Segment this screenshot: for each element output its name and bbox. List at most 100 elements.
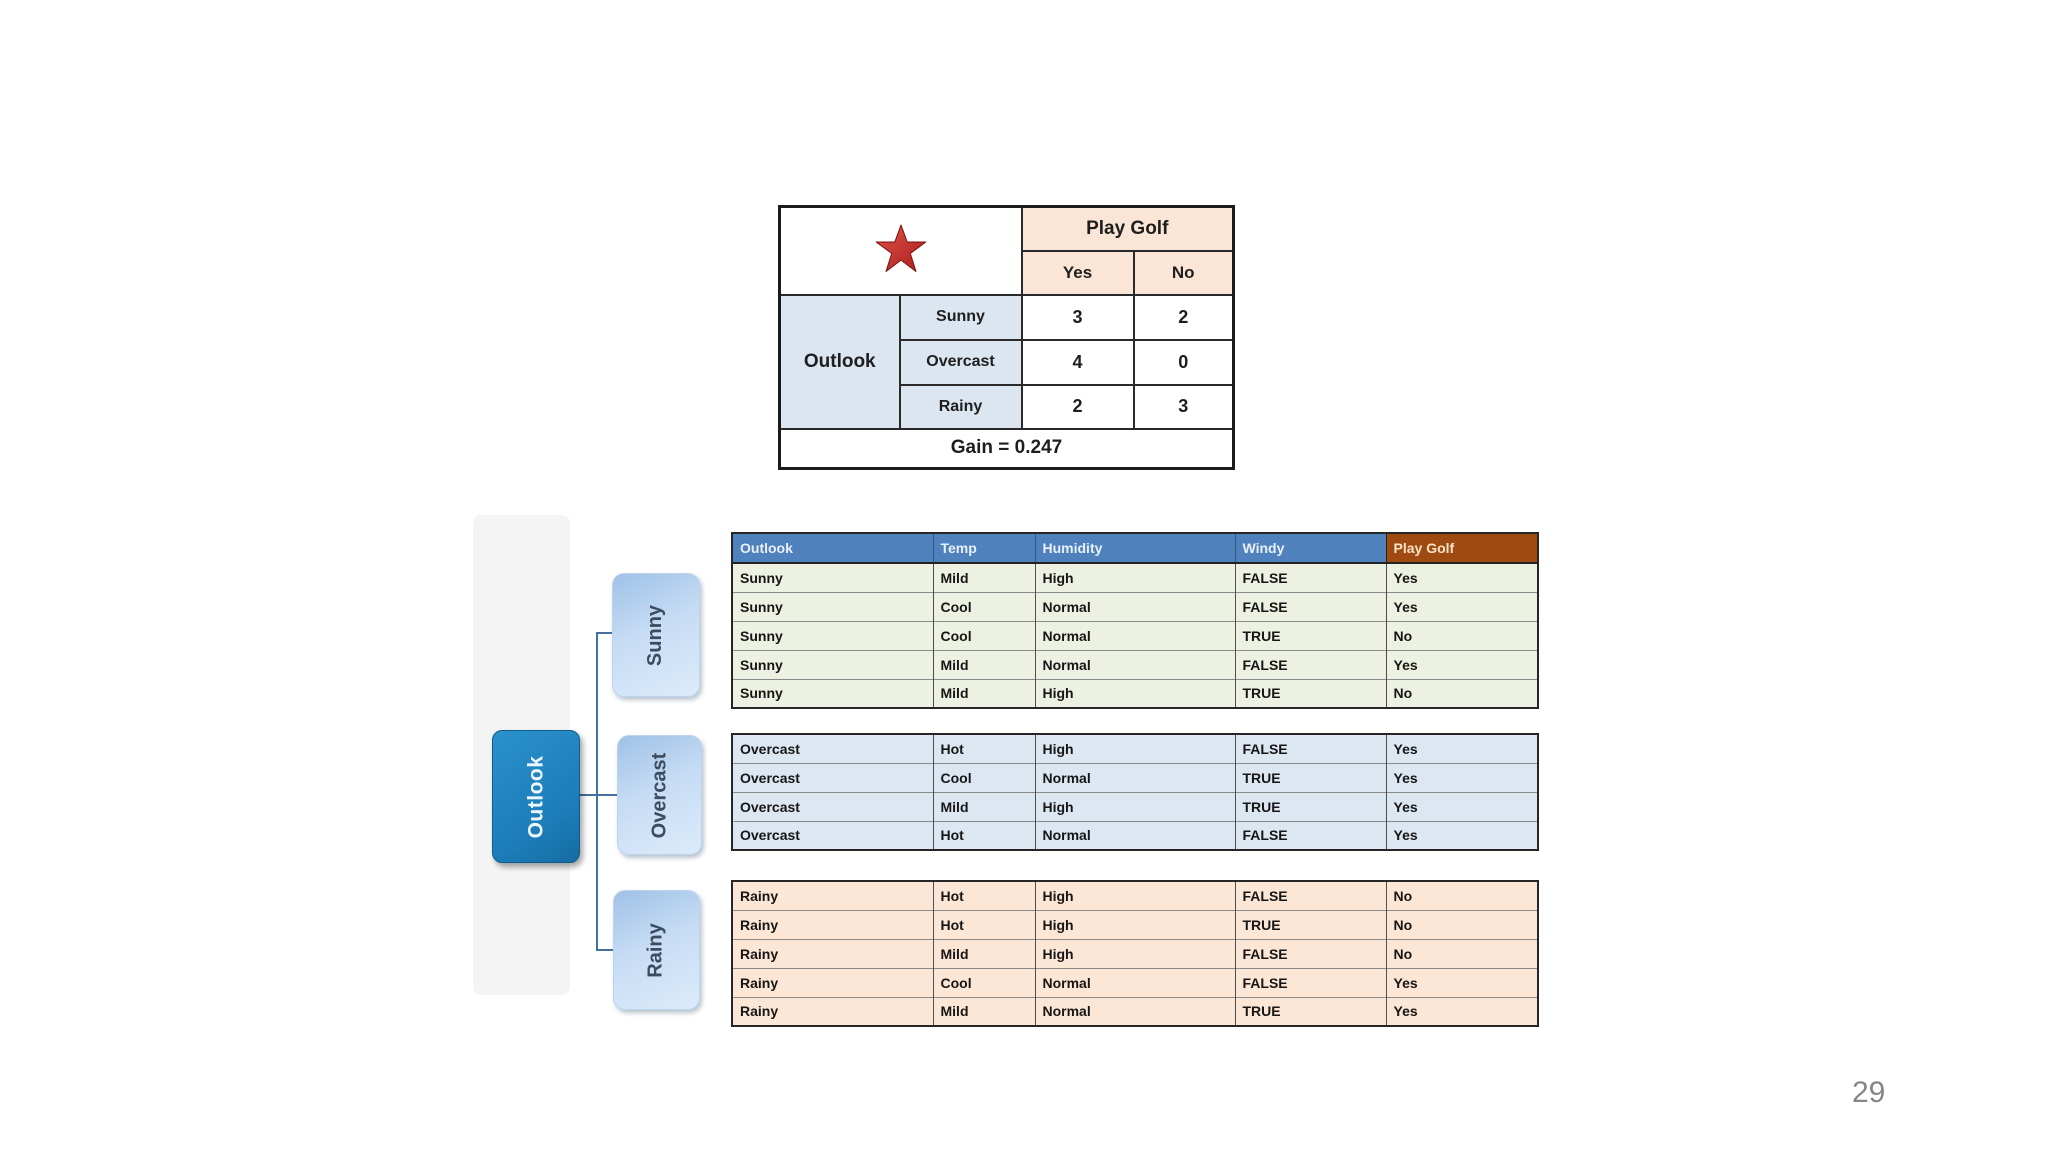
sunny-subset-table: Outlook Temp Humidity Windy Play Golf Su…: [731, 532, 1539, 709]
col-header-play-golf: Play Golf: [1385, 533, 1538, 564]
cell: High: [1034, 909, 1235, 939]
cell: Rainy: [731, 938, 933, 968]
page-number: 29: [1852, 1076, 1886, 1109]
yes-header: Yes: [1020, 249, 1135, 296]
cell: Overcast: [731, 820, 933, 850]
tree-node-sunny: Sunny: [612, 573, 700, 697]
cell: Yes: [1385, 820, 1538, 850]
cell: Normal: [1034, 820, 1235, 850]
cell: Sunny: [731, 649, 933, 679]
cell: FALSE: [1234, 967, 1386, 997]
cell: FALSE: [1234, 938, 1386, 968]
cell: Yes: [1385, 649, 1538, 679]
tree-node-outlook-label: Outlook: [523, 755, 547, 838]
gain-value: Gain = 0.247: [778, 427, 1235, 470]
cell: Normal: [1034, 649, 1235, 679]
cell: No: [1385, 880, 1538, 910]
cell: FALSE: [1234, 649, 1386, 679]
tree-node-rainy: Rainy: [613, 890, 700, 1010]
yes-count: 2: [1020, 383, 1135, 430]
cell: Mild: [932, 996, 1035, 1026]
cell: High: [1034, 938, 1235, 968]
cell: FALSE: [1234, 820, 1386, 850]
connector-root: [580, 794, 617, 796]
cell: No: [1385, 678, 1538, 708]
cell: Normal: [1034, 967, 1235, 997]
tree-node-rainy-label: Rainy: [645, 922, 667, 978]
cell: TRUE: [1234, 909, 1386, 939]
cell: Normal: [1034, 996, 1235, 1026]
cell: FALSE: [1234, 591, 1386, 621]
cell: Yes: [1385, 762, 1538, 792]
cell: Mild: [932, 678, 1035, 708]
category-label: Overcast: [898, 338, 1023, 386]
cell: Yes: [1385, 591, 1538, 621]
cell: Yes: [1385, 791, 1538, 821]
tree-node-overcast: Overcast: [617, 735, 702, 855]
cell: Mild: [932, 562, 1035, 592]
no-count: 2: [1132, 293, 1235, 341]
col-header-humidity: Humidity: [1034, 533, 1235, 564]
cell: Rainy: [731, 996, 933, 1026]
cell: FALSE: [1234, 733, 1386, 763]
col-header-temp: Temp: [932, 533, 1035, 564]
cell: Hot: [932, 880, 1035, 910]
cell: Overcast: [731, 733, 933, 763]
group-label: Outlook: [778, 293, 901, 430]
cell: Overcast: [731, 762, 933, 792]
cell: TRUE: [1234, 996, 1386, 1026]
cell: Sunny: [731, 591, 933, 621]
category-label: Sunny: [898, 293, 1023, 341]
cell: Cool: [932, 762, 1035, 792]
cell: FALSE: [1234, 562, 1386, 592]
cell: TRUE: [1234, 791, 1386, 821]
cell: Overcast: [731, 791, 933, 821]
tree-node-sunny-label: Sunny: [644, 604, 667, 666]
connector-rainy: [596, 949, 613, 951]
cell: No: [1385, 620, 1538, 650]
cell: High: [1034, 880, 1235, 910]
yes-count: 4: [1020, 338, 1135, 386]
no-count: 3: [1132, 383, 1235, 430]
cell: Cool: [932, 620, 1035, 650]
no-header: No: [1132, 249, 1235, 296]
cell: Cool: [932, 967, 1035, 997]
tree-node-outlook: Outlook: [492, 730, 580, 863]
cell: Hot: [932, 820, 1035, 850]
cell: No: [1385, 909, 1538, 939]
cell: TRUE: [1234, 620, 1386, 650]
cell: Rainy: [731, 967, 933, 997]
star-cell: [778, 205, 1023, 296]
gain-summary-table: Play Golf Yes No Outlook Sunny 3 2 Overc…: [778, 205, 1235, 470]
connector-trunk: [596, 632, 598, 951]
dataset-header-row: Outlook Temp Humidity Windy Play Golf: [731, 533, 1538, 564]
cell: High: [1034, 733, 1235, 763]
cell: TRUE: [1234, 762, 1386, 792]
no-count: 0: [1132, 338, 1235, 386]
col-header-windy: Windy: [1234, 533, 1386, 564]
cell: TRUE: [1234, 678, 1386, 708]
cell: Sunny: [731, 620, 933, 650]
tree-node-overcast-label: Overcast: [648, 752, 670, 838]
category-label: Rainy: [898, 383, 1023, 430]
cell: High: [1034, 678, 1235, 708]
cell: Rainy: [731, 909, 933, 939]
cell: Mild: [932, 649, 1035, 679]
cell: Yes: [1385, 996, 1538, 1026]
cell: Normal: [1034, 762, 1235, 792]
